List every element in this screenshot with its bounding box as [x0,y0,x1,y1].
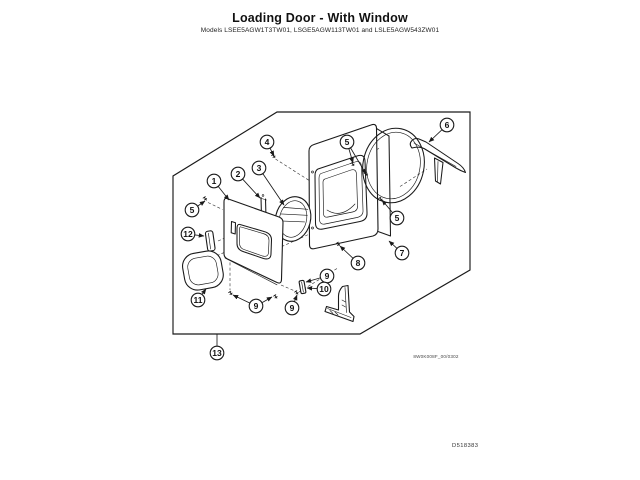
callout-leader-line [306,286,318,291]
callout-number: 5 [345,137,350,147]
callout-leader-line [305,277,321,283]
callout-5: 5 [184,200,206,218]
callout-leader-line [292,294,298,302]
door-hinge [409,137,467,185]
callout-5: 5 [339,134,367,175]
callout-1: 1 [206,173,230,201]
callout-number: 10 [319,284,329,294]
callout-leader-line [388,240,398,249]
callout-number: 5 [395,213,400,223]
callout-balloon [209,345,225,361]
callout-number: 11 [194,295,203,305]
callout-balloon [339,134,355,150]
callout-number: 12 [183,229,193,239]
callout-7: 7 [388,240,410,261]
door-glass [274,196,312,242]
callout-leader-line [339,245,354,259]
callout-balloon [259,134,275,150]
header: Loading Door - With Window Models LSEE5A… [0,11,640,35]
callout-balloon [180,226,196,242]
page-code: D518383 [452,443,479,449]
page-title: Loading Door - With Window [232,11,408,25]
callout-leader-line [194,233,205,238]
callout-9: 9 [305,268,335,284]
callout-leader-line [381,199,393,213]
callout-leader-line [197,200,206,207]
callout-leader-line [269,148,275,157]
callout-balloon [230,166,246,182]
callout-number: 4 [265,137,270,147]
callout-number: 1 [212,176,217,186]
callout-balloon [206,173,222,189]
callout-leader-line [217,186,230,201]
callout-balloon [439,117,455,133]
callout-5: 5 [381,199,405,226]
callout-balloon [251,160,267,176]
callout-balloon [394,245,410,261]
door-catch-clip [298,279,307,295]
callout-11: 11 [190,288,207,308]
callout-leader-line [261,296,273,303]
callout-number: 8 [356,258,361,268]
callout-leader-line [350,147,367,175]
hinge-pad [204,230,216,252]
callout-number: 3 [257,163,262,173]
corner-bracket [324,284,355,323]
callout-number: 13 [212,348,222,358]
callout-leader-line [232,294,250,304]
models-line: Models LSEE5AGW1T3TW01, LSGE5AGW113TW01 … [200,27,440,35]
callout-number: 2 [236,169,241,179]
callout-4: 4 [259,134,275,157]
callout-balloon [190,292,206,308]
callout-number: 6 [445,120,450,130]
diagram-border [172,111,471,335]
callout-number: 9 [254,301,259,311]
callout-leader-line [262,173,285,206]
callout-12: 12 [180,226,205,242]
callout-leader-line [201,288,207,295]
callout-6: 6 [428,117,455,143]
callout-balloon [284,300,300,316]
callout-10: 10 [306,281,332,297]
callout-balloon [350,255,366,271]
callout-leader-line [428,129,443,143]
callout-balloon [248,298,264,314]
callout-3: 3 [251,160,285,206]
callout-leader-line [242,178,261,199]
outer-door-panel [223,197,284,286]
callout-number: 9 [325,271,330,281]
callout-number: 9 [290,303,295,313]
callout-number: 7 [400,248,405,258]
callout-8: 8 [339,245,366,271]
callout-2: 2 [230,166,261,199]
callout-13: 13 [209,334,225,361]
callout-balloon [389,210,405,226]
callout-leader-line [348,148,354,164]
callout-9: 9 [284,294,300,316]
callout-balloon [316,281,332,297]
callout-9: 9 [232,294,273,314]
diagram-code: 8W0K008F_00/0302 [413,354,459,359]
callout-number: 5 [190,205,195,215]
callout-balloon [184,202,200,218]
window-seal-ring [182,250,224,291]
